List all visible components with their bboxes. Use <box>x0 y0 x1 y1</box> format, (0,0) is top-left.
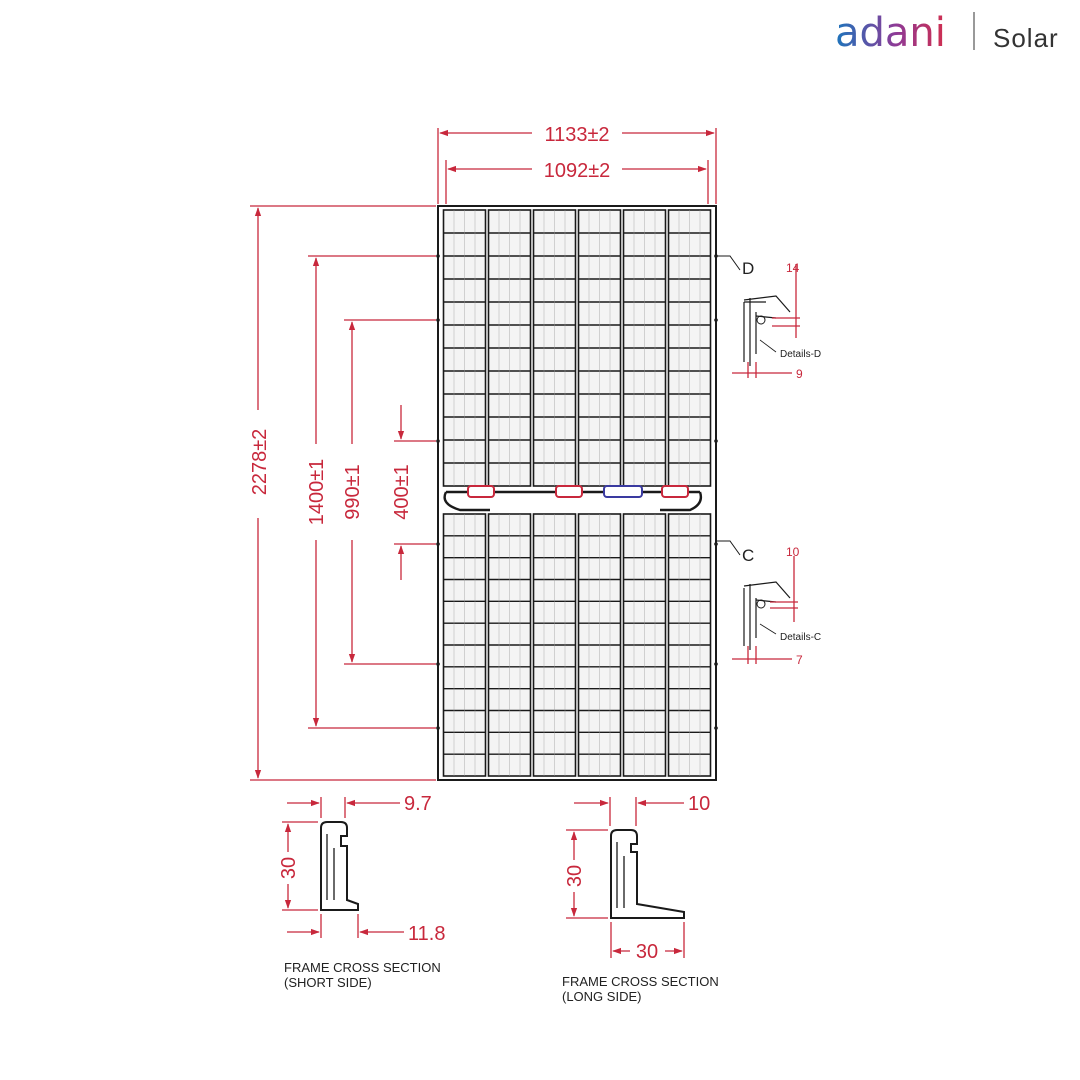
detail-d-height: 14 <box>786 261 800 275</box>
short-side-section: 9.7 30 11.8 FRAME CROSS SECTION (SHORT S… <box>278 793 445 990</box>
junction-box <box>555 485 583 498</box>
long-side-title-2: (LONG SIDE) <box>562 989 641 1004</box>
long-side-top-label: 10 <box>688 793 710 815</box>
mounting-hole <box>714 662 718 666</box>
long-side-height-label: 30 <box>564 865 586 887</box>
junction-boxes <box>443 485 703 512</box>
detail-c: C 10 Details-C 7 <box>716 540 821 667</box>
detail-d-label: Details-D <box>780 349 821 360</box>
brand-logo: adani Solar <box>835 10 1059 56</box>
mounting-hole <box>714 726 718 730</box>
mounting-hole <box>436 542 440 546</box>
cell-grid <box>442 209 712 777</box>
junction-box <box>603 485 643 498</box>
mounting-hole <box>436 439 440 443</box>
short-side-title-1: FRAME CROSS SECTION <box>284 960 441 975</box>
width-dimensions: 1133±2 1092±2 <box>437 124 717 204</box>
mounting-hole <box>714 318 718 322</box>
brand-name: adani <box>835 10 946 56</box>
solar-panel <box>436 205 718 781</box>
mounting-hole <box>714 439 718 443</box>
junction-box <box>467 485 495 498</box>
mounting-hole <box>436 726 440 730</box>
detail-c-label: Details-C <box>780 632 821 643</box>
long-side-bottom-label: 30 <box>636 941 658 963</box>
short-side-bottom-label: 11.8 <box>408 923 445 945</box>
detail-d: D 14 Details-D 9 <box>716 255 821 381</box>
brand-division: Solar <box>993 23 1059 53</box>
overall-width-label: 1133±2 <box>544 124 609 146</box>
overall-length-label: 2278±2 <box>249 429 271 496</box>
detail-d-width: 9 <box>796 367 803 381</box>
short-side-top-label: 9.7 <box>404 793 432 815</box>
hole-spacing-3-label: 400±1 <box>391 464 413 519</box>
long-side-title-1: FRAME CROSS SECTION <box>562 974 719 989</box>
mounting-hole <box>436 662 440 666</box>
hole-spacing-1-label: 1400±1 <box>306 459 328 526</box>
junction-box <box>661 485 689 498</box>
detail-c-height: 10 <box>786 545 800 559</box>
detail-d-letter: D <box>742 259 754 278</box>
long-side-section: 10 30 30 FRAME CROSS SECTION (LONG SIDE) <box>562 793 719 1004</box>
mounting-hole <box>436 254 440 258</box>
detail-c-letter: C <box>742 546 754 565</box>
detail-c-width: 7 <box>796 653 803 667</box>
short-side-title-2: (SHORT SIDE) <box>284 975 372 990</box>
mounting-hole <box>436 318 440 322</box>
short-side-height-label: 30 <box>278 857 300 879</box>
length-dimensions: 2278±2 1400±1 990±1 400±1 <box>249 205 436 781</box>
mounting-hole <box>714 542 718 546</box>
hole-spacing-2-label: 990±1 <box>342 464 364 519</box>
mounting-width-label: 1092±2 <box>544 160 611 182</box>
